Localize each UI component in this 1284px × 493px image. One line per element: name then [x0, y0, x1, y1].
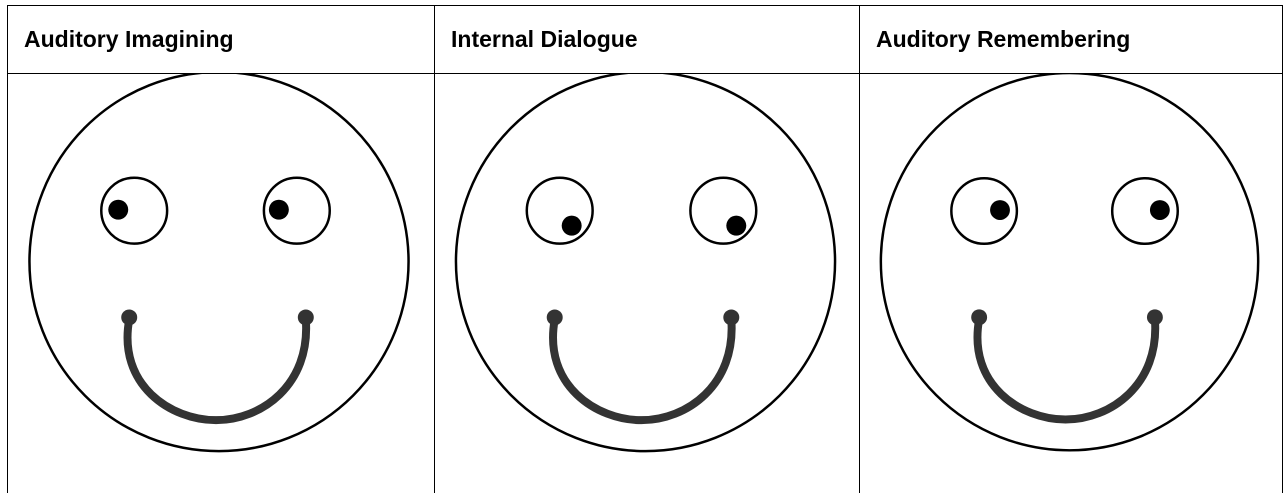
column-header-internal-dialogue: Internal Dialogue: [434, 6, 859, 74]
face-outline: [881, 74, 1258, 450]
face-cell-auditory-remembering: [859, 74, 1282, 493]
eye-accessing-cues-table: Auditory Imagining Internal Dialogue Aud…: [7, 5, 1283, 493]
mouth-left-end: [121, 309, 137, 325]
mouth: [553, 319, 732, 420]
mouth-right-end: [1147, 309, 1163, 325]
column-header-auditory-remembering: Auditory Remembering: [859, 6, 1282, 74]
left-pupil: [990, 200, 1010, 220]
smiley-face-icon-auditory-imagining: [8, 74, 434, 493]
column-header-auditory-imagining: Auditory Imagining: [8, 6, 434, 74]
smiley-face-icon-internal-dialogue: [435, 74, 859, 493]
face-cell-auditory-imagining: [8, 74, 434, 493]
right-pupil: [269, 200, 289, 220]
mouth-right-end: [298, 309, 314, 325]
right-eye: [690, 178, 756, 244]
left-eye: [527, 178, 593, 244]
mouth-left-end: [971, 309, 987, 325]
mouth: [128, 319, 307, 420]
right-pupil: [726, 216, 746, 236]
smiley-face-icon-auditory-remembering: [860, 74, 1282, 493]
mouth-left-end: [547, 309, 563, 325]
mouth-right-end: [723, 309, 739, 325]
left-pupil: [562, 216, 582, 236]
left-pupil: [108, 200, 128, 220]
right-pupil: [1150, 200, 1170, 220]
face-outline: [29, 74, 408, 451]
face-cell-internal-dialogue: [434, 74, 859, 493]
mouth: [977, 319, 1155, 419]
face-outline: [456, 74, 835, 451]
